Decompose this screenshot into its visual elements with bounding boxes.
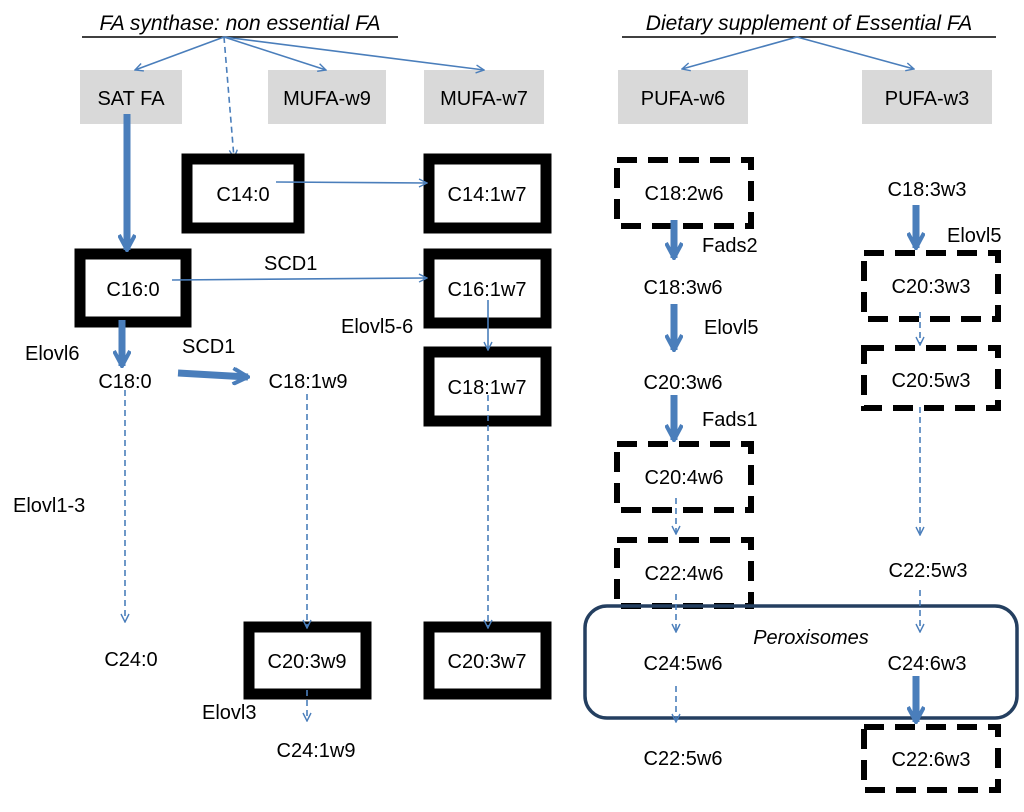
fa-c24-0: C24:0: [104, 649, 157, 671]
right-header: Dietary supplement of Essential FA: [646, 12, 972, 35]
enzyme-elovl5-w6: Elovl5: [704, 317, 758, 339]
fa-c18-1w7: C18:1w7: [448, 377, 527, 399]
box-c14-0: [181, 153, 305, 234]
box-c20-3w3: [861, 250, 1001, 322]
fa-c24-1w9: C24:1w9: [277, 740, 356, 762]
peroxisome-box: [583, 604, 1019, 720]
fa-c20-4w6: C20:4w6: [645, 467, 724, 489]
fa-c14-0: C14:0: [216, 184, 269, 206]
box-c20-4w6: [614, 441, 754, 513]
fa-c20-3w6: C20:3w6: [644, 372, 723, 394]
box-c20-3w9: [243, 621, 372, 700]
fa-c24-6w3: C24:6w3: [888, 653, 967, 675]
fa-c20-3w7: C20:3w7: [448, 651, 527, 673]
category-mufa-w7: MUFA-w7: [424, 70, 544, 124]
thick-arrows: [122, 114, 916, 722]
fa-c20-5w3: C20:5w3: [892, 370, 971, 392]
fa-c24-5w6: C24:5w6: [644, 653, 723, 675]
category-pufa-w6: PUFA-w6: [618, 70, 748, 124]
enzyme-elovl5-w3: Elovl5: [947, 225, 1001, 247]
enzyme-fads1: Fads1: [702, 409, 758, 431]
enzyme-fads2: Fads2: [702, 235, 758, 257]
enzyme-elovl6: Elovl6: [25, 343, 79, 365]
box-c20-3w7: [423, 621, 552, 700]
enzyme-scd1-top: SCD1: [264, 253, 317, 275]
enzyme-scd1-mid: SCD1: [182, 336, 235, 358]
fa-c18-0: C18:0: [98, 371, 151, 393]
fa-c22-5w3: C22:5w3: [889, 560, 968, 582]
fa-c22-6w3: C22:6w3: [892, 749, 971, 771]
left-header: FA synthase: non essential FA: [100, 12, 381, 35]
category-pufa-w3-label: PUFA-w3: [885, 88, 969, 110]
fa-c22-5w6: C22:5w6: [644, 748, 723, 770]
category-sat: SAT FA: [80, 70, 182, 124]
fa-c16-1w7: C16:1w7: [448, 279, 527, 301]
fa-c18-3w6: C18:3w6: [644, 277, 723, 299]
fa-c14-1w7: C14:1w7: [448, 184, 527, 206]
enzyme-elovl1-3: Elovl1-3: [13, 495, 85, 517]
box-c22-6w3: [861, 724, 1001, 793]
fa-c18-2w6: C18:2w6: [645, 183, 724, 205]
fa-c16-0: C16:0: [106, 279, 159, 301]
category-mufa-w9-label: MUFA-w9: [283, 88, 371, 110]
fa-c22-4w6: C22:4w6: [645, 563, 724, 585]
box-c16-0: [74, 248, 192, 328]
box-c20-5w3: [861, 345, 1001, 411]
enzyme-elovl5-6: Elovl5-6: [341, 316, 413, 338]
fa-c20-3w3: C20:3w3: [892, 276, 971, 298]
category-pufa-w6-label: PUFA-w6: [641, 88, 725, 110]
category-pufa-w3: PUFA-w3: [862, 70, 992, 124]
category-sat-label: SAT FA: [97, 88, 165, 110]
thin-arrows: [171, 182, 488, 350]
fa-c20-3w9: C20:3w9: [268, 651, 347, 673]
fa-c18-3w3: C18:3w3: [888, 179, 967, 201]
dashed-arrows: [125, 312, 920, 722]
peroxisome-label: Peroxisomes: [753, 627, 869, 649]
category-mufa-w7-label: MUFA-w7: [440, 88, 528, 110]
enzyme-elovl3: Elovl3: [202, 702, 256, 724]
header-arrows: [135, 36, 914, 158]
category-mufa-w9: MUFA-w9: [268, 70, 386, 124]
fa-c18-1w9: C18:1w9: [269, 371, 348, 393]
box-c18-2w6: [614, 157, 754, 229]
box-c14-1w7: [423, 153, 552, 234]
